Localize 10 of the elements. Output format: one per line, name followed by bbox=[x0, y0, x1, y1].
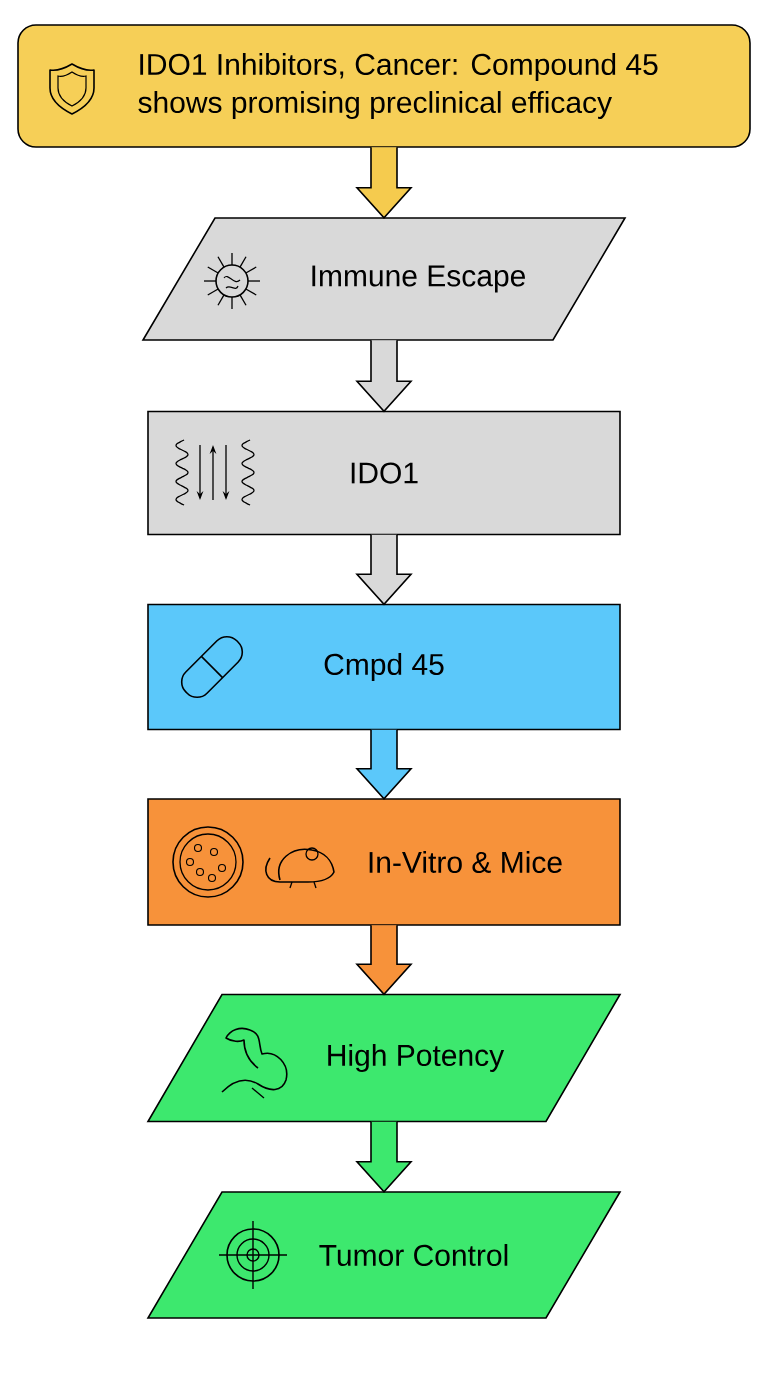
process-box: In-Vitro & Mice bbox=[147, 798, 621, 926]
block-arrow bbox=[355, 728, 413, 800]
process-box: IDO1 bbox=[147, 410, 621, 536]
process-box: Cmpd 45 bbox=[147, 603, 621, 731]
block-arrow bbox=[355, 924, 413, 996]
block-arrow bbox=[355, 146, 413, 219]
block-arrow bbox=[355, 533, 413, 606]
block-arrow bbox=[355, 339, 413, 413]
block-arrow bbox=[355, 1120, 413, 1193]
banner-box: IDO1 Inhibitors, Cancer: Compound 45 shows promising preclinical efficacy bbox=[17, 24, 751, 148]
